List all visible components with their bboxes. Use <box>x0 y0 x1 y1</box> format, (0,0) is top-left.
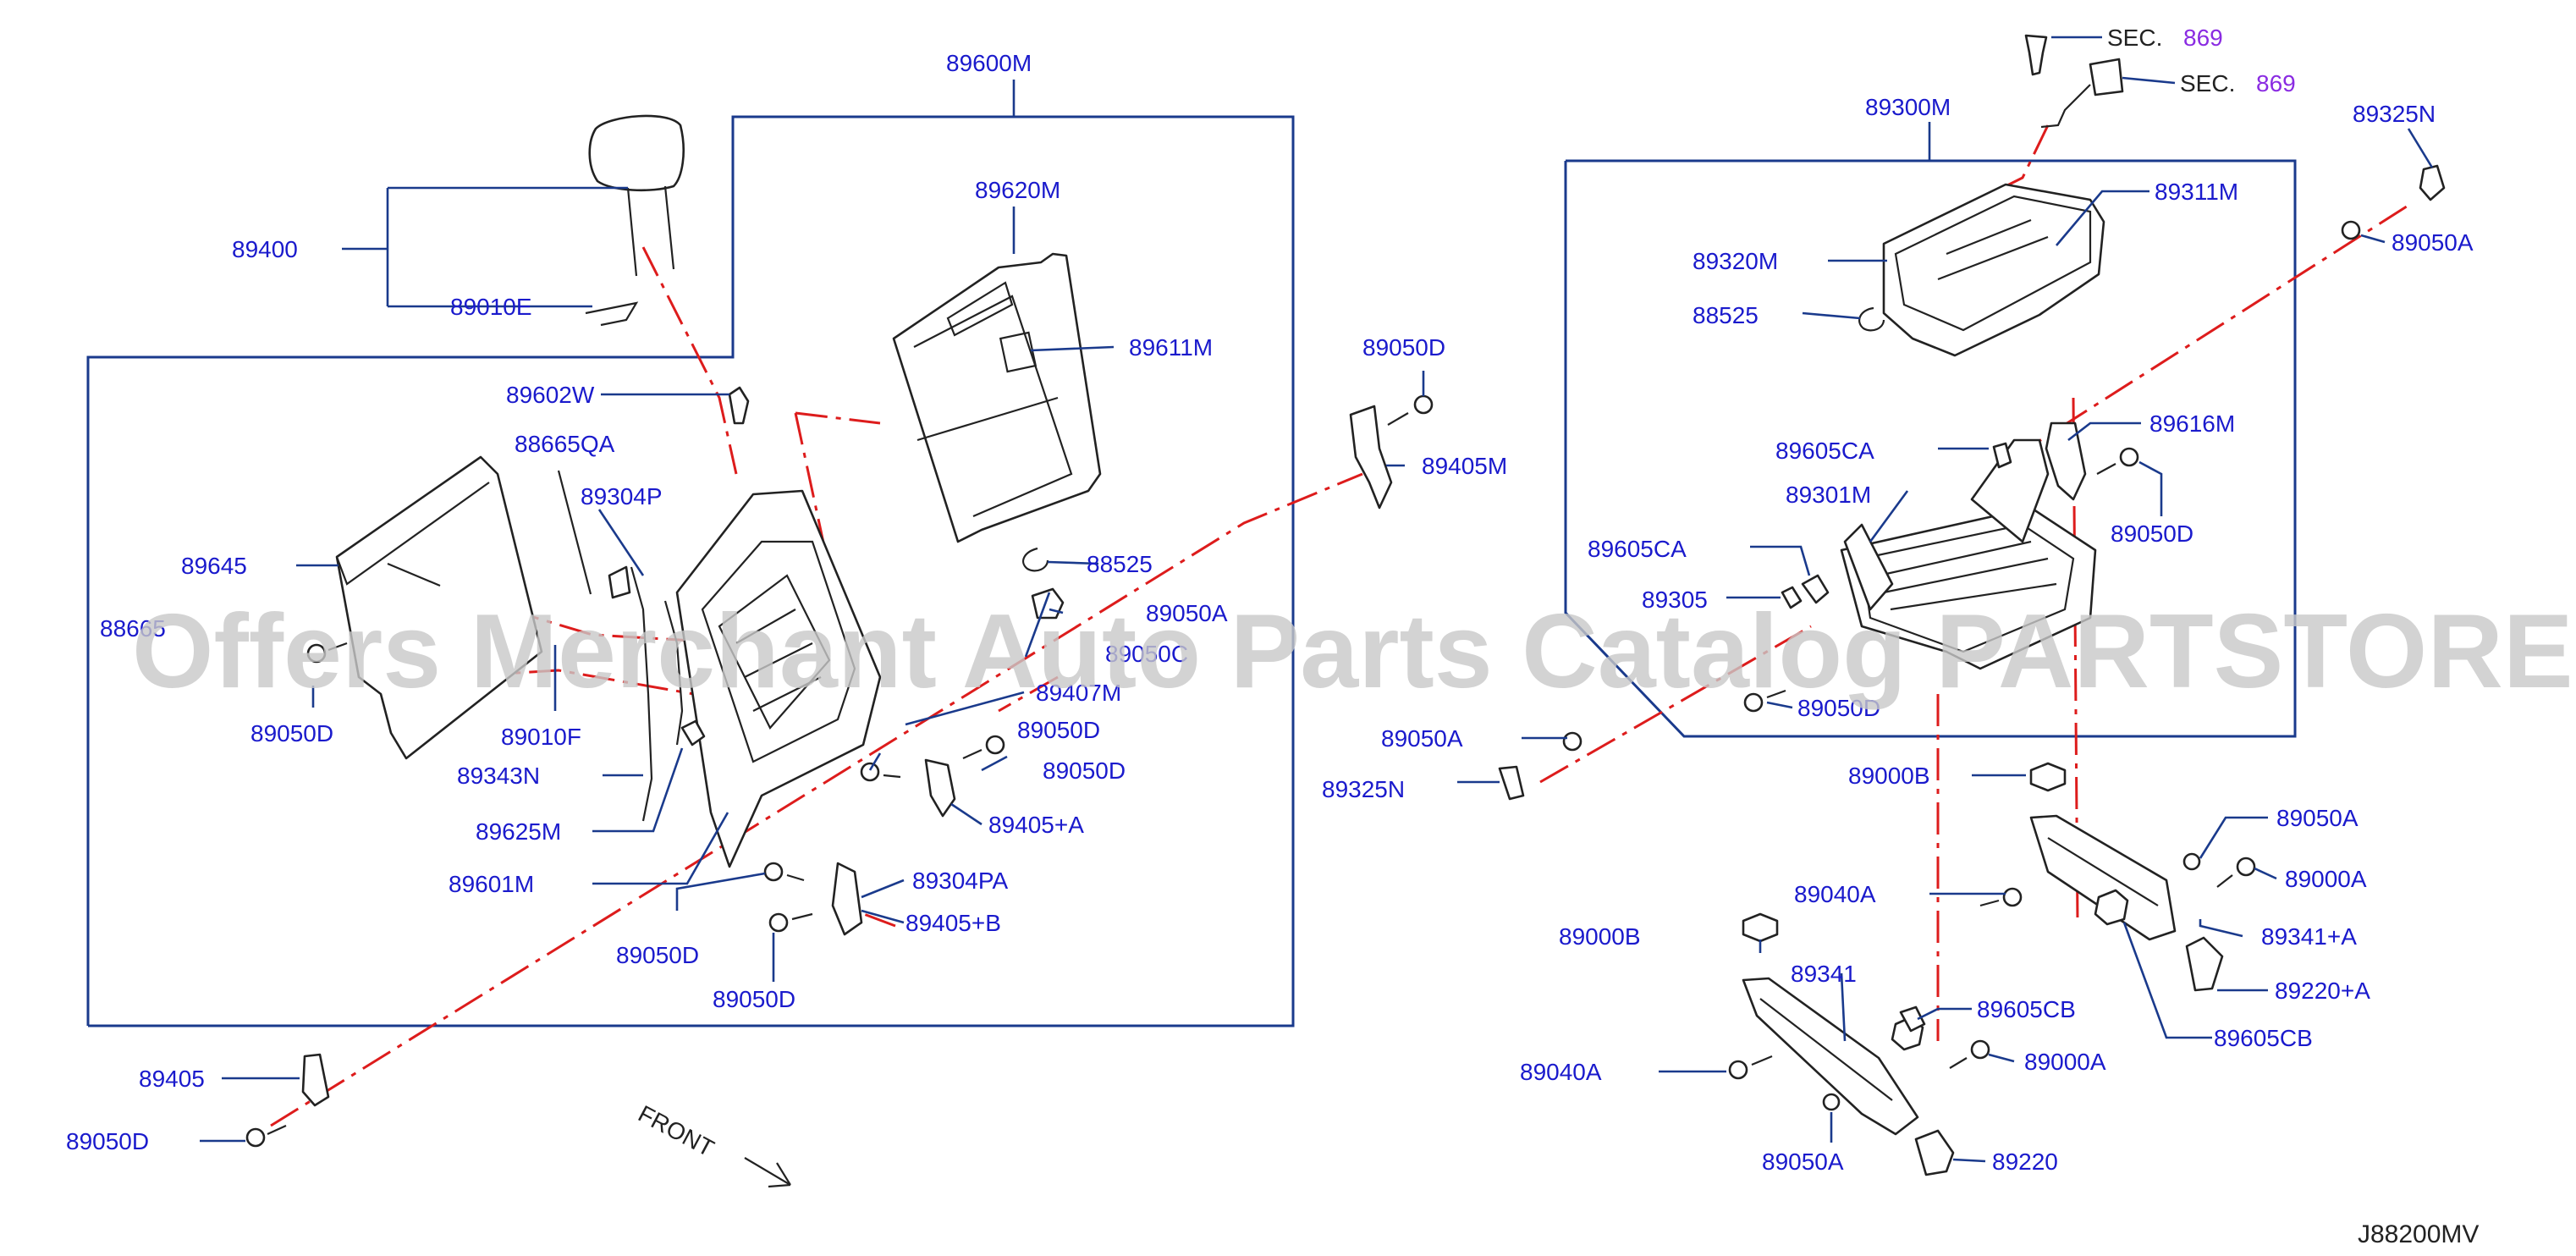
label-89050d-r1: 89050D <box>2111 521 2193 547</box>
rail-cover-a-sketch <box>2185 936 2224 992</box>
label-89341: 89341 <box>1791 961 1857 987</box>
label-89605cb-a: 89605CB <box>2214 1025 2313 1051</box>
label-89050a-bottom: 89050A <box>1762 1149 1844 1175</box>
section-ref-2-number[interactable]: 869 <box>2256 70 2296 96</box>
label-89405m: 89405M <box>1422 453 1507 479</box>
label-89620m: 89620M <box>975 177 1060 203</box>
label-89405: 89405 <box>139 1066 205 1092</box>
section-ref-1-number[interactable]: 869 <box>2183 25 2223 51</box>
bracket-89405-sketch <box>301 1053 330 1107</box>
label-89000b-a: 89000B <box>1848 763 1930 789</box>
label-89341a: 89341+A <box>2261 923 2357 950</box>
label-89050a-mid: 89050A <box>1381 725 1463 752</box>
label-89050a-left: 89050A <box>1146 600 1228 626</box>
label-89050a-r1: 89050A <box>2276 805 2359 831</box>
seat-cushion-frame-sketch <box>1840 438 2097 670</box>
label-88665qa: 88665QA <box>515 431 615 457</box>
seat-back-cover-sketch <box>892 252 1102 543</box>
bolts <box>245 220 2361 1148</box>
seat-rail-left-sketch <box>1742 977 1919 1136</box>
label-89625m: 89625M <box>476 818 561 845</box>
label-89050d-r2: 89050D <box>1797 695 1880 721</box>
rail-cover-sketch <box>1914 1129 1955 1176</box>
label-89050d-e: 89050D <box>1017 717 1100 743</box>
label-89400: 89400 <box>232 236 298 262</box>
cable-sketch <box>663 600 684 746</box>
seat-back-pad-sketch <box>335 455 543 760</box>
label-88525-left: 88525 <box>1087 551 1153 577</box>
label-89645: 89645 <box>181 553 247 579</box>
label-89040a-a: 89040A <box>1794 881 1876 907</box>
label-89602w: 89602W <box>506 382 595 408</box>
label-89050a-top: 89050A <box>2392 229 2474 256</box>
right-assembly-frame: 89300M <box>1564 94 2297 738</box>
label-89305: 89305 <box>1642 587 1708 613</box>
left-assembly-frame: 89600M <box>86 50 1295 1027</box>
label-89010e: 89010E <box>450 294 532 320</box>
label-89325n-top: 89325N <box>2353 101 2436 127</box>
rod-sketch <box>557 470 592 595</box>
label-89000a-r1: 89000A <box>2285 866 2367 892</box>
right-frame-part-number: 89300M <box>1865 94 1951 120</box>
section-references: SEC. 869 SEC. 869 <box>2107 25 2296 96</box>
label-89220: 89220 <box>1992 1149 2058 1175</box>
label-89050c: 89050C <box>1105 641 1188 667</box>
leader-lines <box>200 36 2434 1163</box>
watermark: Offers Merchant Auto Parts Catalog PARTS… <box>132 593 2576 710</box>
label-89000a-r2: 89000A <box>2024 1049 2106 1075</box>
label-89304p: 89304P <box>581 483 663 510</box>
front-label: FRONT <box>634 1100 718 1162</box>
label-89301m: 89301M <box>1786 482 1871 508</box>
label-89050d-b: 89050D <box>616 942 699 968</box>
bracket-89405b-sketch <box>831 862 863 936</box>
label-89040a-b: 89040A <box>1520 1059 1602 1085</box>
label-89343n: 89343N <box>457 763 540 789</box>
label-89010f: 89010F <box>501 724 581 750</box>
label-89050d-a: 89050D <box>250 720 333 746</box>
label-89405b: 89405+B <box>905 910 1001 936</box>
label-89050d-d: 89050D <box>1043 757 1126 784</box>
label-89320m: 89320M <box>1693 248 1778 274</box>
label-88665: 88665 <box>100 615 166 642</box>
wire-sketch <box>630 566 653 822</box>
bracket-89405a-sketch <box>924 758 956 818</box>
label-89050d-f: 89050D <box>1362 334 1445 361</box>
right-assembly-labels: 89311M 89320M 88525 89325N 89050A 89605C… <box>1322 101 2474 1175</box>
left-assembly-labels: 89400 89010E 89602W 88665QA 89304P 89645… <box>66 177 1507 1154</box>
left-frame-part-number: 89600M <box>946 50 1032 76</box>
label-89407m: 89407M <box>1036 680 1121 706</box>
label-88525-right: 88525 <box>1693 302 1759 328</box>
part-sketches <box>245 34 2446 1188</box>
label-89220a: 89220+A <box>2275 978 2370 1004</box>
label-89605cb-b: 89605CB <box>1977 996 2076 1022</box>
label-89050d-c: 89050D <box>713 986 795 1012</box>
label-89000b-b: 89000B <box>1559 923 1641 950</box>
headrest-sketch <box>585 114 685 327</box>
label-89605ca-a: 89605CA <box>1775 438 1874 464</box>
label-89050d-g: 89050D <box>66 1128 149 1154</box>
seat-belt-buckle-sketch <box>2024 34 2124 129</box>
label-89616m: 89616M <box>2149 410 2235 437</box>
label-89304pa: 89304PA <box>912 868 1008 894</box>
label-89311m: 89311M <box>2155 179 2238 205</box>
label-89605ca-b: 89605CA <box>1588 536 1687 562</box>
label-89405a: 89405+A <box>988 812 1084 838</box>
label-89601m: 89601M <box>449 871 534 897</box>
seat-cushion-sketch <box>1882 183 2105 357</box>
section-ref-1-prefix: SEC. <box>2107 25 2162 51</box>
seat-rail-right-sketch <box>2029 814 2177 941</box>
bracket-89616m-sketch <box>2045 421 2087 501</box>
bracket-89405m-sketch <box>1349 405 1393 510</box>
clips <box>608 164 2446 1033</box>
label-89325n-mid: 89325N <box>1322 776 1405 802</box>
label-89611m: 89611M <box>1129 334 1213 361</box>
section-ref-2-prefix: SEC. <box>2180 70 2235 96</box>
diagram-code: J88200MV <box>2358 1220 2479 1248</box>
front-arrow <box>744 1157 791 1188</box>
